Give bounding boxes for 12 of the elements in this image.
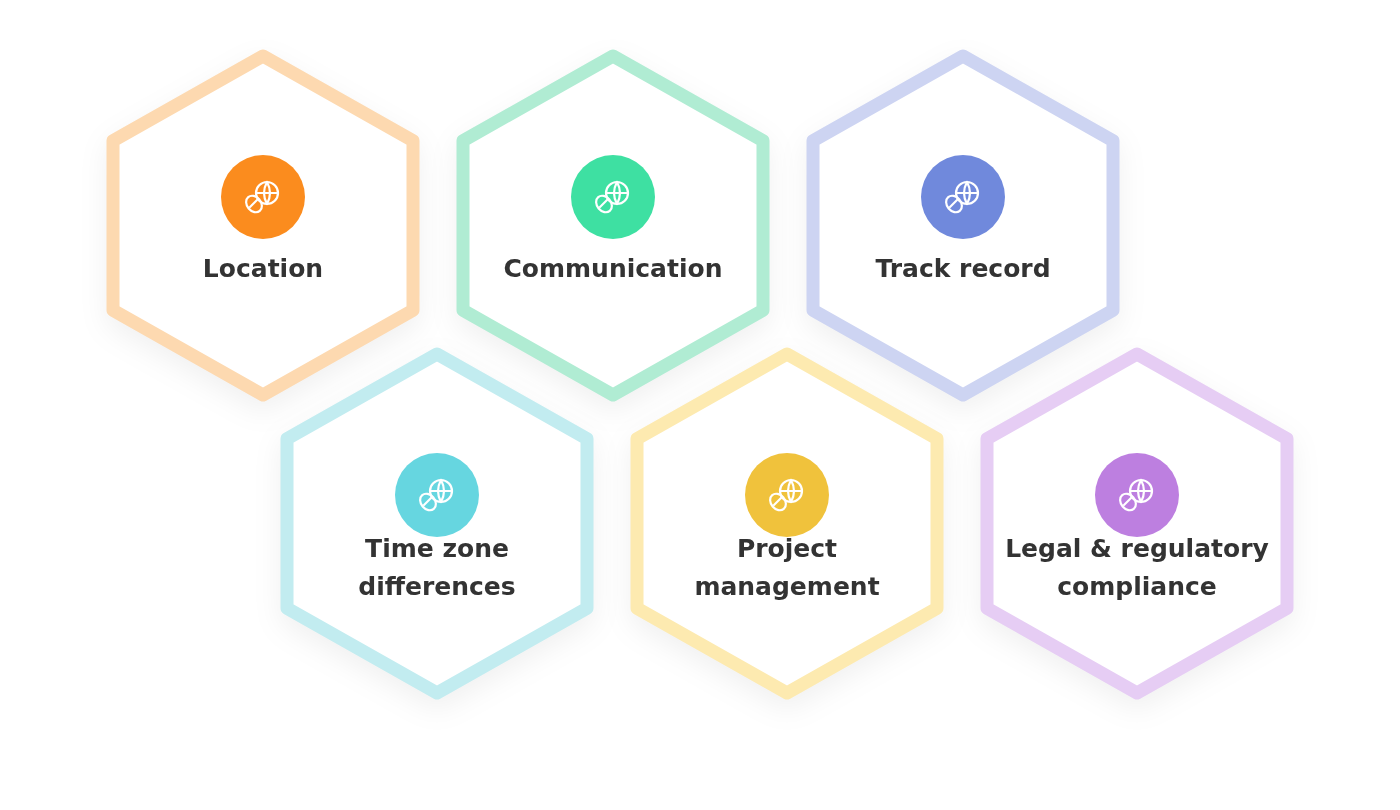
- topic-label: Project management: [693, 533, 881, 603]
- hexagon-card: [105, 48, 421, 403]
- topic-label: Time zone differences: [357, 533, 517, 603]
- hexagon-card: [455, 48, 771, 403]
- topic-label: Location: [201, 253, 325, 285]
- topic-label: Legal & regulatory compliance: [1004, 533, 1270, 603]
- hexagon-card: [805, 48, 1121, 403]
- hexagon-card: [629, 346, 945, 701]
- topic-label: Track record: [874, 253, 1052, 285]
- hexagon-card: [979, 346, 1295, 701]
- hexagon-card: [279, 346, 595, 701]
- topic-label: Communication: [502, 253, 724, 285]
